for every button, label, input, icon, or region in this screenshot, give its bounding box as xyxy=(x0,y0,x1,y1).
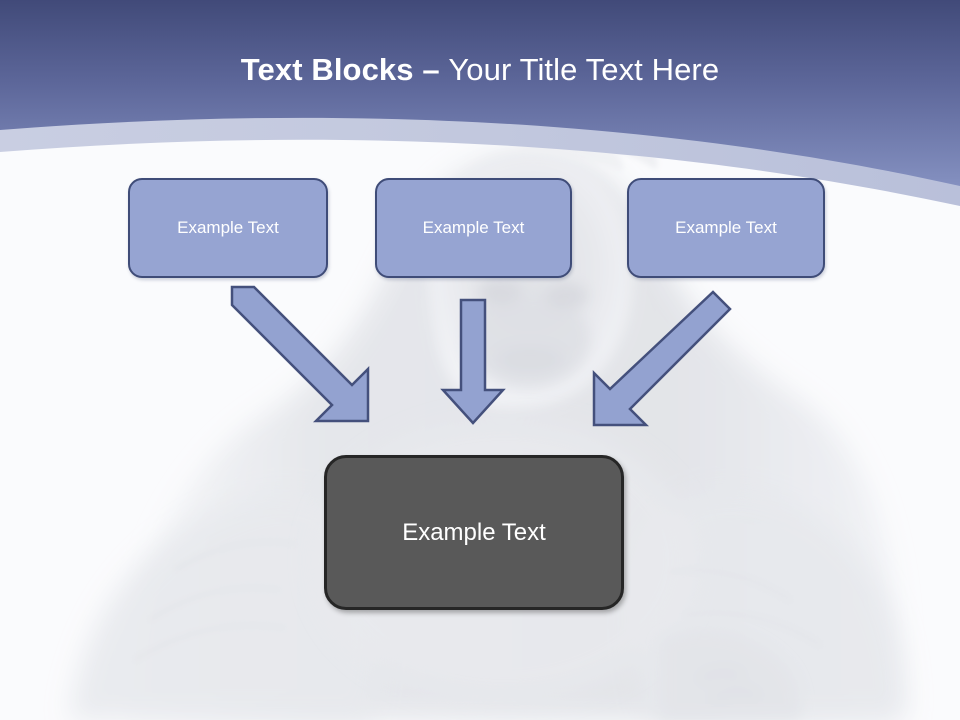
text-block-3-label: Example Text xyxy=(675,218,777,237)
text-block-3[interactable]: Example Text xyxy=(627,178,825,278)
text-block-2[interactable]: Example Text xyxy=(375,178,572,278)
page-title: Text Blocks – Your Title Text Here xyxy=(0,50,960,90)
title-dash: – xyxy=(422,52,449,87)
text-block-1[interactable]: Example Text xyxy=(128,178,328,278)
title-bold-part: Text Blocks xyxy=(240,52,423,87)
text-block-2-label: Example Text xyxy=(422,218,525,237)
header-curve-shape xyxy=(0,0,960,206)
result-text-block[interactable]: Example Text xyxy=(324,455,624,610)
title-light-part: Your Title Text Here xyxy=(448,52,720,87)
header-band xyxy=(0,0,960,220)
result-text-block-label: Example Text xyxy=(402,518,546,546)
text-block-1-label: Example Text xyxy=(177,218,279,237)
